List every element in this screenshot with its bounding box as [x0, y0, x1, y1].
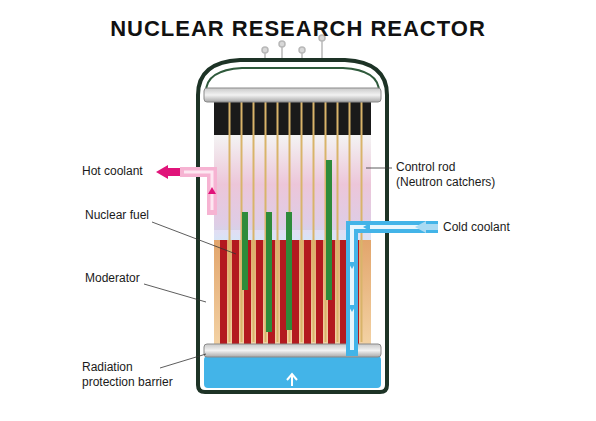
- part-label: Cold coolant: [443, 220, 543, 235]
- flow-arrow: [287, 374, 297, 386]
- rod-guide: [253, 102, 255, 342]
- rod-guide: [277, 102, 279, 342]
- rod-guide: [229, 102, 231, 342]
- rod-guide: [301, 102, 303, 342]
- fuel-rod: [316, 240, 323, 344]
- cold-coolant-flow: [352, 227, 438, 350]
- fuel-rod: [220, 240, 227, 344]
- hot-coolant-pipe: [180, 172, 212, 215]
- part-label: Hot coolant: [82, 164, 162, 179]
- coolant-pool: [204, 356, 381, 388]
- cold-coolant-arrow: [415, 221, 426, 233]
- hot-coolant-arrow: [168, 168, 180, 176]
- control-rod: [286, 212, 292, 330]
- cold-coolant-pipe: [352, 227, 438, 356]
- hot-coolant-arrow: [156, 165, 168, 179]
- cold-coolant-arrow: [426, 224, 438, 230]
- rod-guide: [337, 102, 339, 342]
- part-label: Nuclear fuel: [85, 208, 175, 223]
- leader-lines: [144, 168, 392, 368]
- fuel-rod: [292, 240, 299, 344]
- part-label: Radiation protection barrier: [82, 360, 186, 390]
- rod-bundle: [220, 102, 362, 344]
- hot-coolant-flow: [184, 172, 212, 210]
- part-label: Moderator: [85, 271, 175, 286]
- title: NUCLEAR RESEARCH REACTOR: [110, 16, 486, 42]
- flow-arrows: [348, 223, 370, 312]
- rod-guide: [313, 102, 315, 342]
- fuel-rod: [304, 240, 311, 344]
- control-rod: [242, 212, 248, 290]
- fuel-rod: [256, 240, 263, 344]
- control-rod: [266, 212, 272, 332]
- fuel-rod: [280, 240, 287, 344]
- flow-arrow: [208, 187, 216, 194]
- control-rod: [326, 160, 332, 300]
- top-plate: [204, 88, 381, 102]
- fuel-rod: [232, 240, 239, 344]
- fuel-rod: [340, 240, 347, 344]
- part-label: Control rod (Neutron catchers): [396, 160, 502, 190]
